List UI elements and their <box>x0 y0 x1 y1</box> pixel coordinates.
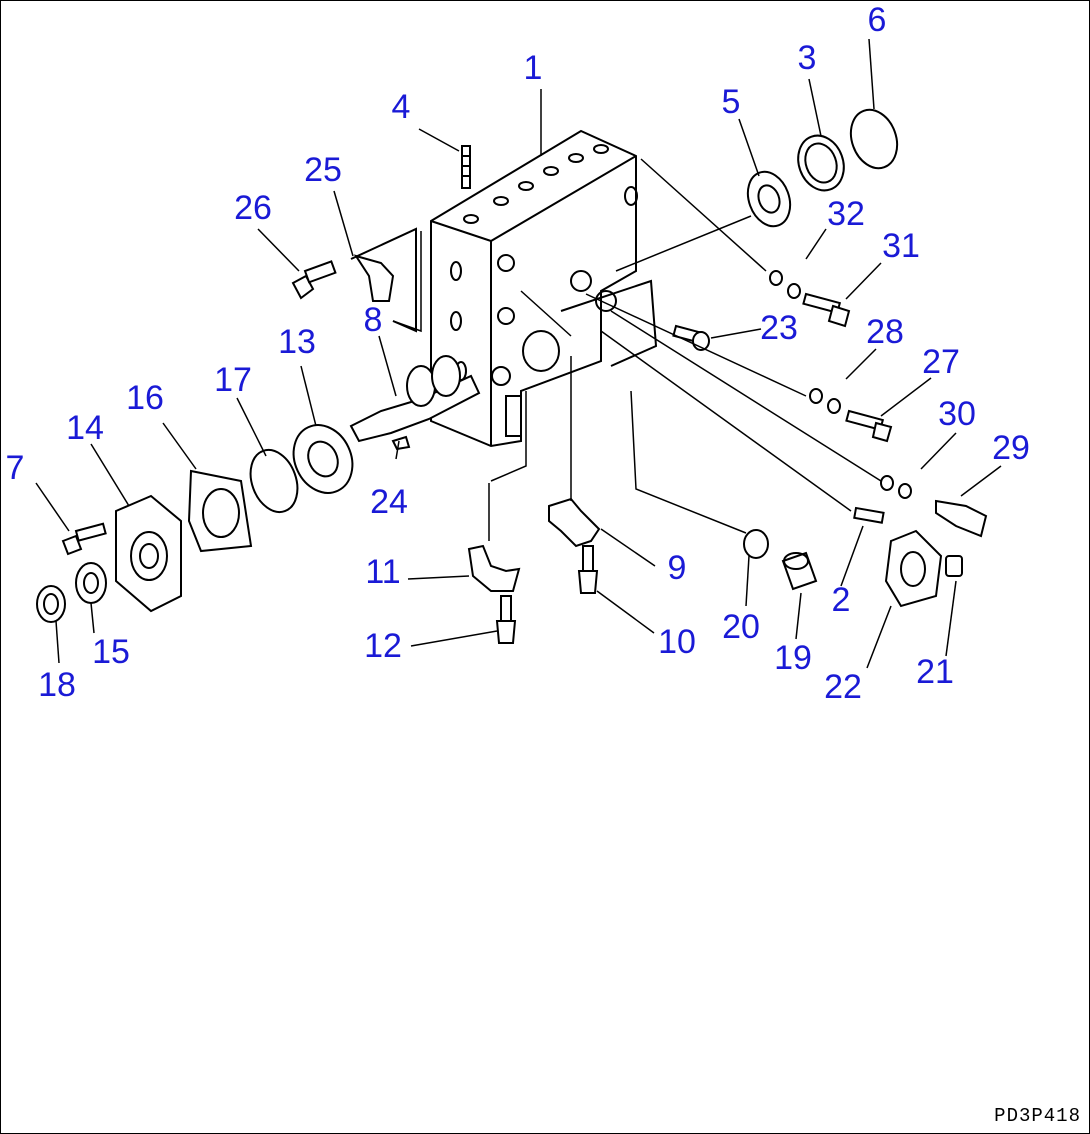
callout-32: 32 <box>827 195 865 233</box>
key-part <box>391 435 411 451</box>
callout-29: 29 <box>992 429 1030 467</box>
gasket-right-part <box>884 529 943 608</box>
bolt-23-part <box>672 324 710 351</box>
callout-27: 27 <box>922 343 960 381</box>
callout-30: 30 <box>938 395 976 433</box>
plug-part <box>945 555 963 577</box>
stud-part <box>461 145 471 189</box>
callout-26: 26 <box>234 189 272 227</box>
callout-19: 19 <box>774 639 812 677</box>
callout-31: 31 <box>882 227 920 265</box>
callout-18: 18 <box>38 666 76 704</box>
callout-14: 14 <box>66 409 104 447</box>
bearing-right-part <box>746 170 792 228</box>
pump-housing-part <box>430 129 658 448</box>
callout-24: 24 <box>370 483 408 521</box>
bracket-lower-part <box>467 544 521 592</box>
callout-22: 22 <box>824 668 862 706</box>
collar-part <box>36 585 66 623</box>
callout-15: 15 <box>92 633 130 671</box>
callout-labels: 1 2 3 4 5 6 7 8 9 10 11 12 13 14 15 16 1… <box>6 1 1030 706</box>
callout-11: 11 <box>365 553 400 591</box>
camshaft-part <box>349 355 481 443</box>
callout-23: 23 <box>760 309 798 347</box>
bolt-left-part <box>61 522 107 556</box>
ring-part <box>849 108 899 170</box>
bolt-10-part <box>577 545 599 594</box>
callout-25: 25 <box>304 151 342 189</box>
callout-20: 20 <box>722 608 760 646</box>
governor-cover-part <box>548 497 601 548</box>
drain-plug-part <box>781 551 818 591</box>
callout-13: 13 <box>278 323 316 361</box>
callout-21: 21 <box>916 653 954 691</box>
callout-4: 4 <box>392 88 411 126</box>
callout-28: 28 <box>866 313 904 351</box>
bolt-31-part <box>802 292 851 328</box>
gasket-left-part <box>187 469 253 553</box>
callout-6: 6 <box>868 1 887 39</box>
callout-5: 5 <box>722 83 741 121</box>
callout-8: 8 <box>364 301 383 339</box>
sleeve-part <box>797 134 845 192</box>
callout-16: 16 <box>126 379 164 417</box>
bearing-left-part <box>292 424 354 494</box>
bracket-part <box>350 227 417 333</box>
cover-part <box>115 494 182 613</box>
washer-32-part <box>769 270 801 299</box>
pin-part <box>853 506 885 524</box>
leader-lines <box>35 38 1002 669</box>
screw-part <box>291 260 337 300</box>
oil-seal-part <box>75 562 107 604</box>
callout-3: 3 <box>798 39 817 77</box>
bolt-12-part <box>495 595 517 644</box>
callout-9: 9 <box>668 549 687 587</box>
o-ring-small-part <box>743 529 769 559</box>
callout-2: 2 <box>832 581 851 619</box>
callout-12: 12 <box>364 627 402 665</box>
washer-28-part <box>809 388 841 414</box>
callout-10: 10 <box>658 623 696 661</box>
bolt-27-part <box>845 409 893 443</box>
callout-17: 17 <box>214 361 252 399</box>
washer-30-part <box>880 475 912 499</box>
figure-reference-code: PD3P418 <box>994 1105 1081 1127</box>
callout-7: 7 <box>6 449 25 487</box>
shaft-part <box>935 499 988 538</box>
callout-1: 1 <box>524 49 543 87</box>
